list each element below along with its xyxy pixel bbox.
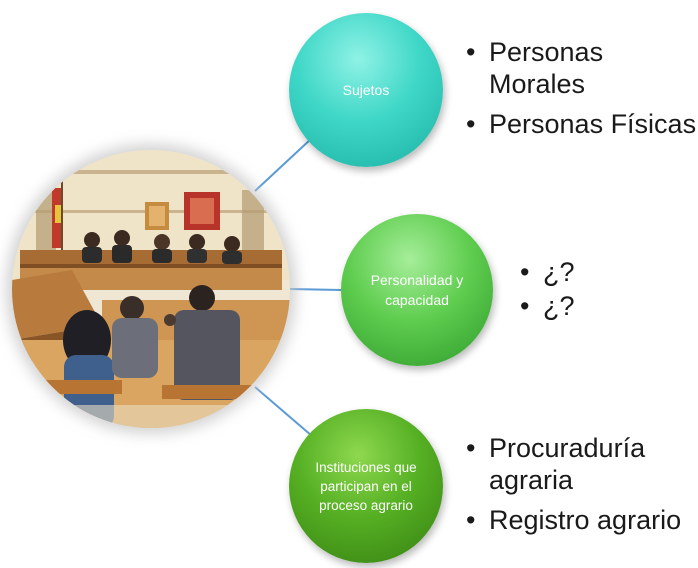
node-personalidad-label: Personalidad y capacidad [370, 272, 464, 308]
node-instituciones-label: Instituciones que participan en el proce… [315, 459, 417, 513]
bullet-item: Registro agrario [466, 504, 698, 536]
node-sujetos: Sujetos [289, 13, 443, 167]
node-instituciones: Instituciones que participan en el proce… [289, 409, 443, 563]
sujetos-bullet-list: Personas Morales Personas Físicas [466, 36, 698, 140]
bullet-item: ¿? [520, 290, 690, 322]
instituciones-bullet-list: Procuraduría agraria Registro agrario [466, 432, 698, 536]
bullet-item: ¿? [520, 256, 690, 288]
personalidad-bullet-list: ¿? ¿? [520, 256, 690, 322]
bullet-item: Personas Físicas [466, 108, 698, 140]
node-sujetos-label: Sujetos [342, 82, 390, 98]
connector-line-personalidad [289, 288, 342, 291]
bullet-item: Personas Morales [466, 36, 698, 100]
node-personalidad-capacidad: Personalidad y capacidad [341, 214, 493, 366]
bullet-item: Procuraduría agraria [466, 432, 698, 496]
courtroom-image [12, 150, 290, 428]
